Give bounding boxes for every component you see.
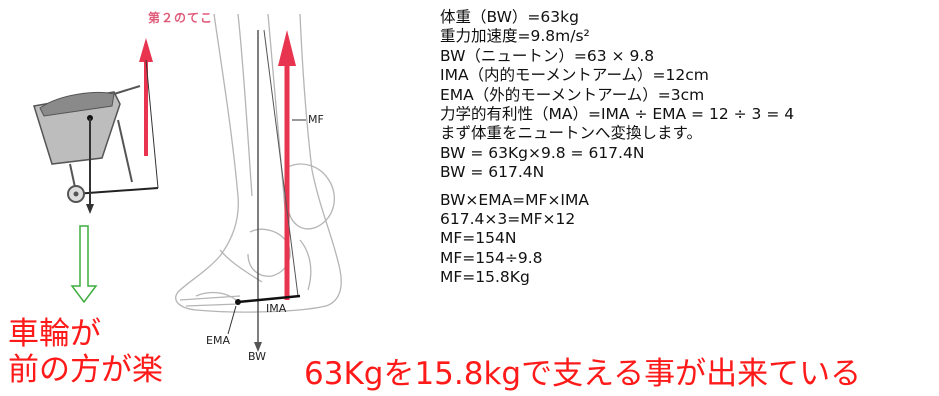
- figure-title: 第２のてこ: [148, 11, 214, 25]
- ima-label: IMA: [266, 302, 287, 315]
- calc-line: 力学的有利性（MA）=IMA ÷ EMA = 12 ÷ 3 = 4: [440, 105, 795, 124]
- wheel-front-note-line2: 前の方が楽: [8, 352, 163, 388]
- wheel-front-note: 車輪が 前の方が楽: [8, 316, 163, 388]
- ema-label: EMA: [206, 334, 230, 347]
- leg-foot-illustration: [175, 13, 342, 313]
- muscle-force-arrow: [278, 30, 296, 300]
- mf-label: MF: [308, 113, 324, 126]
- green-down-arrow-icon: [70, 225, 98, 304]
- calc-line: IMA（内的モーメントアーム）=12cm: [440, 66, 709, 85]
- calc-line: BW = 617.4N: [440, 163, 545, 182]
- wheelbarrow-effort-arrow: [139, 38, 153, 156]
- calc-line: BW（ニュートン）=63 × 9.8: [440, 46, 655, 65]
- calc-line: 体重（BW）=63kg: [440, 8, 579, 26]
- calc-line: EMA（外的モーメントアーム）=3cm: [440, 85, 705, 104]
- calc-line: BW×EMA=MF×IMA: [440, 190, 589, 209]
- fulcrum-point: [235, 299, 241, 305]
- wheelbarrow-figure: [33, 13, 342, 352]
- ema-leader-line: [227, 305, 237, 335]
- calc-line: 重力加速度=9.8m/s²: [440, 27, 590, 46]
- body-weight-arrow: [254, 30, 262, 352]
- wheelbarrow-icon: [33, 85, 141, 203]
- wheel-front-note-line1: 車輪が: [8, 316, 101, 352]
- effort-slanted-line: [263, 29, 299, 297]
- wheelbarrow-handle-vertical: [145, 59, 159, 189]
- wheelbarrow-load-arrow: [86, 118, 94, 214]
- foot-lever-line: [237, 294, 301, 304]
- bw-label: BW: [248, 350, 267, 363]
- calc-line: まず体重をニュートンへ変換します。: [440, 124, 702, 143]
- calc-line: MF=15.8Kg: [440, 268, 530, 287]
- support-conclusion-note: 63Kgを15.8kgで支える事が出来ている: [304, 356, 862, 392]
- calc-line: MF=154÷9.8: [440, 248, 543, 267]
- calc-line: 617.4×3=MF×12: [440, 210, 576, 229]
- calculation-block: 体重（BW）=63kg 重力加速度=9.8m/s² BW（ニュートン）=63 ×…: [440, 8, 935, 288]
- calc-line: MF=154N: [440, 229, 517, 248]
- calc-line: BW = 63Kg×9.8 = 617.4N: [440, 143, 645, 162]
- wheelbarrow-lever-line: [73, 187, 159, 195]
